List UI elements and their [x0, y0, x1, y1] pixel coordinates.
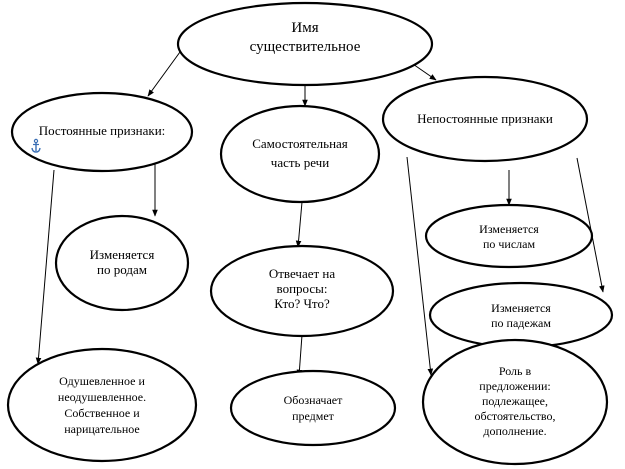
label-line: Постоянные признаки:: [39, 123, 166, 138]
node-object-shape: [229, 369, 397, 447]
node-animate-label: Одушевленное и неодушевленное. Собственное…: [58, 374, 146, 436]
node-constant-label: Постоянные признаки:: [39, 123, 166, 138]
label-line: Кто? Что?: [274, 296, 330, 311]
label-line: Имя: [291, 20, 318, 36]
node-independent-shape: [219, 104, 381, 204]
label-line: Отвечает на: [269, 266, 336, 281]
node-root-label: Имя существительное: [250, 20, 361, 55]
node-animate-shape: [6, 347, 198, 463]
node-root-shape: [176, 1, 434, 87]
edge-nonconstant-cases: [576, 157, 605, 293]
label-line: Обозначает: [284, 393, 343, 407]
node-nonconstant-shape: [381, 75, 589, 163]
node-role-shape: [421, 338, 609, 466]
label-line: нарицательное: [64, 422, 140, 436]
edge-independent-questions: [295, 201, 303, 248]
label-line: Изменяется: [90, 247, 155, 262]
label-line: часть речи: [271, 155, 329, 170]
node-independent-label: Самостоятельная часть речи: [252, 136, 348, 170]
label-line: существительное: [250, 39, 361, 55]
edge-questions-object: [296, 334, 303, 377]
label-line: Изменяется: [479, 222, 539, 236]
label-line: предмет: [292, 409, 335, 423]
label-line: по числам: [483, 237, 536, 251]
edge-constant-animate: [35, 169, 55, 365]
label-line: Одушевленное и: [59, 374, 145, 388]
node-cases-shape: [428, 281, 614, 349]
label-line: Непостоянные признаки: [417, 111, 553, 126]
edge-nonconstant-role: [406, 156, 434, 376]
label-line: Изменяется: [491, 301, 551, 315]
label-line: вопросы:: [277, 281, 328, 296]
label-line: по падежам: [491, 316, 551, 330]
label-line: по родам: [97, 262, 147, 277]
label-line: Собственное и: [64, 406, 140, 420]
label-line: предложении:: [479, 379, 550, 393]
node-number-shape: [424, 203, 594, 269]
node-constant-shape: [10, 91, 194, 173]
label-line: неодушевленное.: [58, 390, 146, 404]
label-line: Роль в: [499, 364, 532, 378]
label-line: дополнение.: [483, 424, 546, 438]
edge-root-constant: [147, 51, 181, 97]
node-gender-shape: [54, 214, 190, 312]
anchor-icon: [31, 138, 41, 153]
node-questions-shape: [209, 244, 395, 338]
node-object-label: Обозначает предмет: [284, 393, 343, 423]
node-nonconstant-label: Непостоянные признаки: [417, 111, 553, 126]
label-line: Самостоятельная: [252, 136, 348, 151]
label-line: обстоятельство,: [475, 409, 556, 423]
label-line: подлежащее,: [482, 394, 548, 408]
